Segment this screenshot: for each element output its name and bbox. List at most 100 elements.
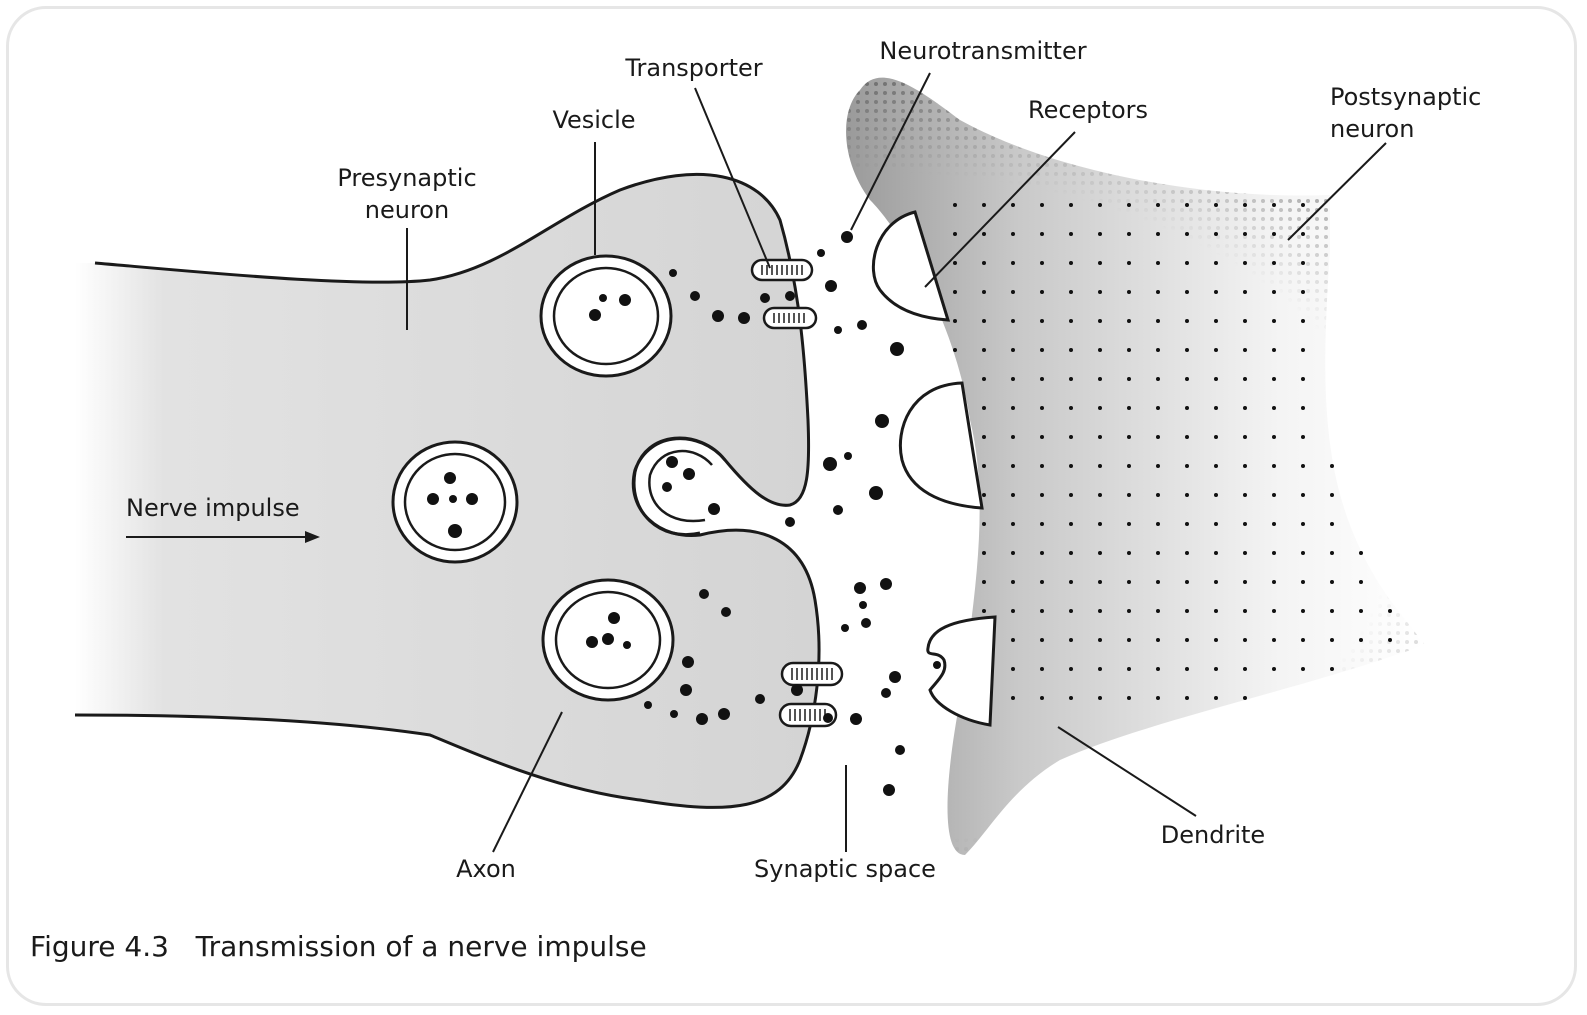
cytoplasm-dot (953, 319, 957, 323)
cytoplasm-dot (1185, 203, 1189, 207)
cytoplasm-dot (1301, 551, 1305, 555)
neurotransmitter-molecule (785, 291, 795, 301)
cytoplasm-dot (1185, 522, 1189, 526)
cytoplasm-dot (1185, 609, 1189, 613)
cytoplasm-dot (1069, 638, 1073, 642)
label-synaptic-space: Synaptic space (754, 855, 936, 883)
neurotransmitter-molecule (785, 517, 795, 527)
cytoplasm-dot (982, 261, 986, 265)
cytoplasm-dot (982, 551, 986, 555)
cytoplasm-dot (1040, 319, 1044, 323)
cytoplasm-dot (1301, 348, 1305, 352)
cytoplasm-dot (1156, 464, 1160, 468)
cytoplasm-dot (1272, 348, 1276, 352)
cytoplasm-dot (1069, 377, 1073, 381)
cytoplasm-dot (1214, 203, 1218, 207)
cytoplasm-dot (1156, 203, 1160, 207)
neurotransmitter-molecule (850, 713, 862, 725)
cytoplasm-dot (1098, 290, 1102, 294)
cytoplasm-dot (1040, 493, 1044, 497)
cytoplasm-dot (1301, 609, 1305, 613)
cytoplasm-dot (1098, 522, 1102, 526)
cytoplasm-dot (1214, 348, 1218, 352)
cytoplasm-dot (1127, 667, 1131, 671)
leader-transporter (694, 87, 771, 269)
cytoplasm-dot (1040, 667, 1044, 671)
cytoplasm-dot (1011, 319, 1015, 323)
cytoplasm-dot (1214, 377, 1218, 381)
cytoplasm-dot (953, 261, 957, 265)
neurotransmitter-molecule (608, 612, 620, 624)
neurotransmitter-molecule (738, 312, 750, 324)
neurotransmitter-molecule (880, 578, 892, 590)
neurotransmitter-molecule (448, 524, 462, 538)
fusing-vesicle (632, 436, 727, 536)
neurotransmitter-molecule (586, 636, 598, 648)
cytoplasm-dot (1040, 638, 1044, 642)
cytoplasm-dot (1098, 203, 1102, 207)
neurotransmitter-molecule (683, 468, 695, 480)
cytoplasm-dot (1127, 696, 1131, 700)
cytoplasm-dot (1069, 580, 1073, 584)
cytoplasm-dot (1127, 522, 1131, 526)
cytoplasm-dot (1098, 377, 1102, 381)
cytoplasm-dot (1069, 667, 1073, 671)
neurotransmitter-molecule (623, 641, 631, 649)
neurotransmitter-molecule (883, 784, 895, 796)
cytoplasm-dot (1156, 551, 1160, 555)
cytoplasm-dot (1243, 435, 1247, 439)
cytoplasm-dot (982, 319, 986, 323)
label-postsynaptic-line1: Postsynaptic (1330, 83, 1481, 111)
cytoplasm-dot (1098, 609, 1102, 613)
cytoplasm-dot (1185, 406, 1189, 410)
cytoplasm-dot (1330, 638, 1334, 642)
neurotransmitter-molecule (602, 633, 614, 645)
cytoplasm-dot (1243, 551, 1247, 555)
cytoplasm-dot (1011, 667, 1015, 671)
cytoplasm-dot (1185, 232, 1189, 236)
receptor-bottom (926, 615, 997, 727)
neurotransmitter-molecule (859, 601, 867, 609)
cytoplasm-dot (1098, 319, 1102, 323)
cytoplasm-dot (1156, 609, 1160, 613)
neurotransmitter-molecule (791, 684, 803, 696)
neurotransmitter-molecule (466, 493, 478, 505)
cytoplasm-dot (1243, 464, 1247, 468)
neurotransmitter-molecule (444, 472, 456, 484)
cytoplasm-dot (1185, 261, 1189, 265)
leader-neurotransmitter (850, 72, 931, 231)
cytoplasm-dot (1243, 377, 1247, 381)
cytoplasm-dot (1185, 493, 1189, 497)
cytoplasm-dot (1127, 551, 1131, 555)
cytoplasm-dot (1069, 290, 1073, 294)
cytoplasm-dot (1040, 696, 1044, 700)
neurotransmitter-molecule (854, 582, 866, 594)
cytoplasm-dot (1127, 377, 1131, 381)
label-presynaptic-line1: Presynaptic (337, 164, 476, 192)
cytoplasm-dot (1243, 290, 1247, 294)
neurotransmitter-molecule (449, 495, 457, 503)
cytoplasm-dot (1272, 638, 1276, 642)
cytoplasm-dot (982, 580, 986, 584)
neurotransmitter-molecule (644, 701, 652, 709)
cytoplasm-dot (1185, 580, 1189, 584)
cytoplasm-dot (1272, 290, 1276, 294)
cytoplasm-dot (1040, 580, 1044, 584)
cytoplasm-dot (1069, 203, 1073, 207)
cytoplasm-dot (1243, 493, 1247, 497)
cytoplasm-dot (1214, 435, 1218, 439)
cytoplasm-dot (1272, 464, 1276, 468)
neurotransmitter-molecule (844, 452, 852, 460)
neurotransmitter-molecule (666, 456, 678, 468)
cytoplasm-dot (1272, 203, 1276, 207)
cytoplasm-dot (1011, 203, 1015, 207)
cytoplasm-dot (1011, 261, 1015, 265)
cytoplasm-dot (1301, 464, 1305, 468)
cytoplasm-dot (1098, 406, 1102, 410)
figure-title: Transmission of a nerve impulse (195, 930, 647, 963)
cytoplasm-dot (1301, 232, 1305, 236)
cytoplasm-dot (1185, 667, 1189, 671)
figure-number: Figure 4.3 (30, 930, 169, 963)
cytoplasm-dot (1127, 435, 1131, 439)
cytoplasm-dot (1098, 435, 1102, 439)
